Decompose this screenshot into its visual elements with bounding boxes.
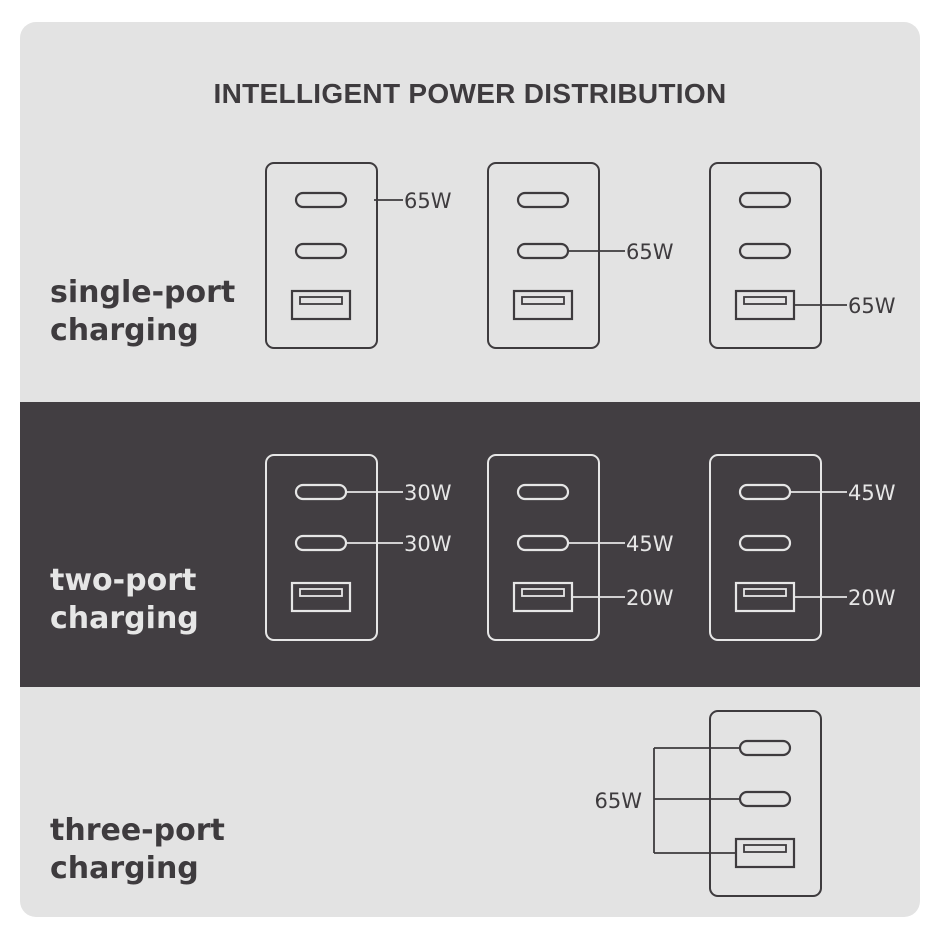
charger-r0-c1-power-label-2: 65W — [626, 240, 674, 264]
charger-r0-c1-body — [487, 162, 600, 349]
charger-r1-c1-body — [487, 454, 600, 641]
charger-r1-c1-usb-a-port-icon — [512, 581, 574, 613]
charger-r2-c2-body — [709, 710, 822, 897]
charger-r0-c2-usb-c-port-1-icon — [738, 191, 792, 209]
charger-r1-c0-body — [265, 454, 378, 641]
charger-r1-c1-usb-c-port-1-icon — [516, 483, 570, 501]
charger-r0-c1-usb-a-port-icon — [512, 289, 574, 321]
charger-r2-c2-usb-a-tongue-icon — [743, 844, 787, 853]
single-port-label-line2: charging — [50, 313, 199, 348]
three-port-label-line2: charging — [50, 851, 199, 886]
charger-r1-c2-usb-a-tongue-icon — [743, 588, 787, 597]
charger-r1-c0-power-label-2: 30W — [404, 532, 452, 556]
charger-r0-c0-usb-a-port-icon — [290, 289, 352, 321]
charger-r1-c2-power-label-3: 20W — [848, 586, 896, 610]
charger-r1-c0-usb-a-port-icon — [290, 581, 352, 613]
charger-r0-c0-power-label-1: 65W — [404, 189, 452, 213]
charger-r0-c2-usb-c-port-2-icon — [738, 242, 792, 260]
charger-r2-c2-shared-power-label: 65W — [595, 789, 643, 813]
charger-r1-c0-usb-a-tongue-icon — [299, 588, 343, 597]
diagram-title: INTELLIGENT POWER DISTRIBUTION — [213, 78, 727, 109]
charger-r1-c2-power-label-1: 45W — [848, 481, 896, 505]
three-port-label: three-port charging — [50, 812, 225, 888]
charger-r0-c1-usb-c-port-2-icon — [516, 242, 570, 260]
charger-r0-c2-usb-a-tongue-icon — [743, 296, 787, 305]
charger-r2-c2-usb-c-port-2-icon — [738, 790, 792, 808]
charger-r1-c0-usb-c-port-2-icon — [294, 534, 348, 552]
charger-r0-c0-body — [265, 162, 378, 349]
charger-r2-c2-usb-c-port-1-icon — [738, 739, 792, 757]
charger-r0-c2-power-label-3: 65W — [848, 294, 896, 318]
charger-r1-c2-usb-c-port-1-icon — [738, 483, 792, 501]
charger-r1-c0-power-label-1: 30W — [404, 481, 452, 505]
charger-r1-c1-power-label-3: 20W — [626, 586, 674, 610]
charger-r1-c2-usb-c-port-2-icon — [738, 534, 792, 552]
charger-r1-c1-usb-a-tongue-icon — [521, 588, 565, 597]
charger-r0-c2-usb-a-port-icon — [734, 289, 796, 321]
two-port-label-line1: two-port — [50, 563, 197, 598]
charger-r0-c0-usb-c-port-1-icon — [294, 191, 348, 209]
diagram-panel: INTELLIGENT POWER DISTRIBUTION single-po… — [20, 22, 920, 917]
single-port-label-line1: single-port — [50, 275, 236, 310]
charger-r2-c2-usb-a-port-icon — [734, 837, 796, 869]
two-port-label: two-port charging — [50, 562, 199, 638]
charger-r0-c0-usb-a-tongue-icon — [299, 296, 343, 305]
charger-r1-c1-usb-c-port-2-icon — [516, 534, 570, 552]
two-port-label-line2: charging — [50, 601, 199, 636]
charger-r1-c2-usb-a-port-icon — [734, 581, 796, 613]
charger-r1-c0-usb-c-port-1-icon — [294, 483, 348, 501]
three-port-label-line1: three-port — [50, 813, 225, 848]
charger-r0-c1-usb-c-port-1-icon — [516, 191, 570, 209]
charger-r0-c0-usb-c-port-2-icon — [294, 242, 348, 260]
charger-r0-c2-body — [709, 162, 822, 349]
single-port-label: single-port charging — [50, 274, 235, 350]
charger-r0-c1-usb-a-tongue-icon — [521, 296, 565, 305]
charger-r1-c2-body — [709, 454, 822, 641]
charger-r1-c1-power-label-2: 45W — [626, 532, 674, 556]
